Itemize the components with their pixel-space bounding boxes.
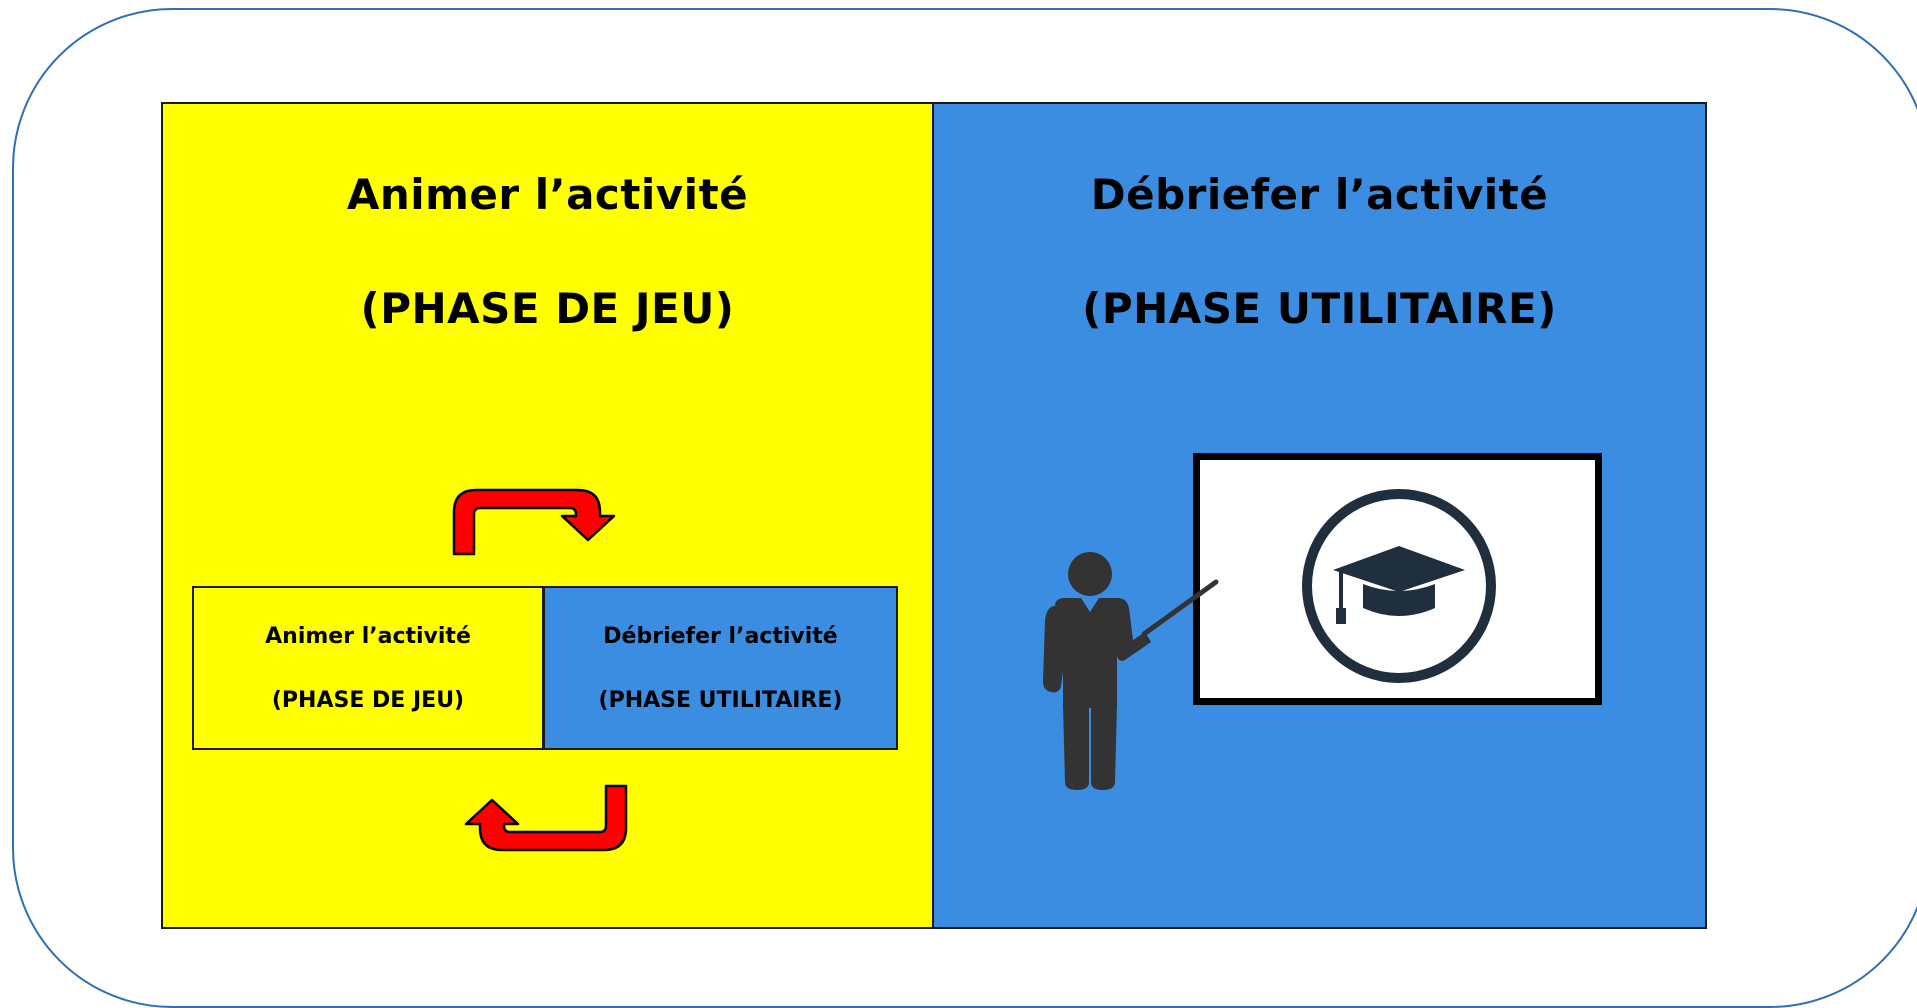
presentation-board-icon — [1193, 453, 1602, 705]
curved-arrow-right-icon — [452, 488, 616, 556]
right-panel-subtitle: (PHASE UTILITAIRE) — [1082, 284, 1557, 333]
teacher-icon — [1043, 552, 1151, 790]
cycle-left-title: Animer l’activité — [265, 624, 471, 649]
cycle-box-utility-phase: Débriefer l’activité (PHASE UTILITAIRE) — [543, 586, 898, 750]
left-panel-title: Animer l’activité — [346, 170, 749, 219]
curved-arrow-left-icon — [464, 784, 628, 852]
cycle-box-play-phase: Animer l’activité (PHASE DE JEU) — [192, 586, 544, 750]
left-panel: Animer l’activité (PHASE DE JEU) — [161, 102, 934, 929]
pointer-stick-icon — [1141, 579, 1219, 637]
right-panel-title: Débriefer l’activité — [1090, 170, 1549, 219]
cycle-left-subtitle: (PHASE DE JEU) — [271, 688, 465, 713]
cycle-right-title: Débriefer l’activité — [603, 624, 838, 649]
graduation-cap-icon — [1302, 489, 1496, 683]
left-panel-subtitle: (PHASE DE JEU) — [360, 284, 735, 333]
cycle-right-subtitle: (PHASE UTILITAIRE) — [598, 688, 843, 713]
